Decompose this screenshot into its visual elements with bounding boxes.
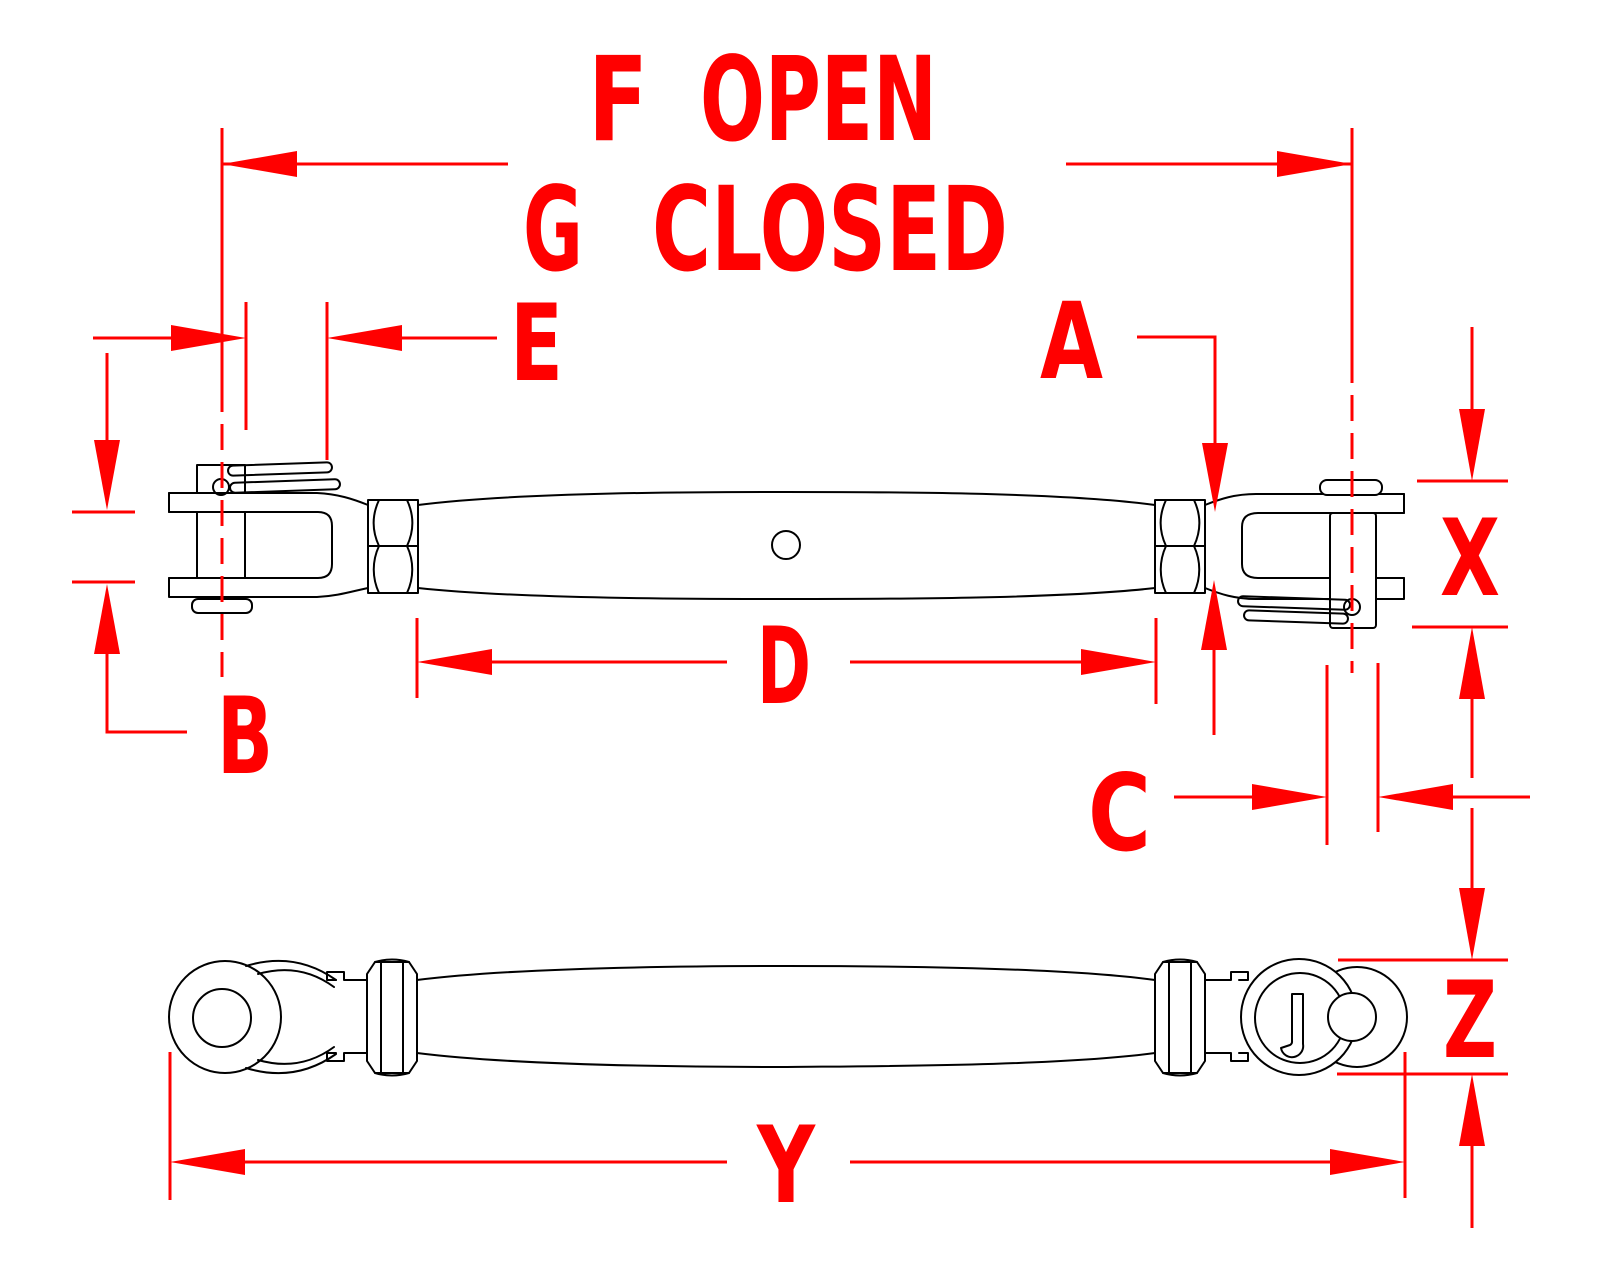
label-b: B	[217, 675, 273, 798]
arrow-a-up	[1201, 580, 1227, 650]
dim-y-lines	[168, 1052, 1407, 1200]
label-e: E	[510, 282, 563, 405]
right-nut	[1154, 499, 1206, 594]
dimension-labels: F OPEN G CLOSED E A B C D X Y Z	[217, 31, 1500, 1227]
label-a: A	[1040, 280, 1103, 403]
label-y: Y	[755, 1104, 815, 1227]
label-g: G	[523, 161, 583, 298]
right-jaw-side	[1204, 958, 1408, 1076]
dimension-arrows	[94, 151, 1485, 1175]
turnbuckle-body	[417, 491, 1156, 600]
arrow-z-down	[1459, 888, 1485, 960]
arrow-x-down	[1459, 409, 1485, 481]
right-nut-side	[1154, 958, 1206, 1077]
label-z: Z	[1443, 959, 1497, 1082]
arrow-e-left	[171, 325, 246, 351]
arrow-b-up	[94, 584, 120, 654]
dim-a-lines	[1137, 335, 1217, 735]
label-f: F	[588, 31, 648, 168]
body-side	[416, 965, 1156, 1068]
part-outline	[168, 461, 1408, 1077]
arrow-c-left	[1252, 784, 1327, 810]
label-d: D	[757, 605, 811, 728]
right-cotter-pin	[1237, 595, 1361, 625]
dim-b-lines	[72, 353, 187, 734]
arrow-fg-right	[1277, 151, 1352, 177]
arrow-d-left	[417, 649, 492, 675]
arrow-a-down	[1202, 443, 1228, 512]
label-f-open: OPEN	[700, 31, 937, 168]
left-jaw-side	[168, 959, 368, 1075]
arrow-x-up	[1459, 627, 1485, 699]
bottom-view	[168, 958, 1408, 1077]
left-nut-side	[366, 958, 418, 1077]
dim-z-lines	[1337, 808, 1508, 1228]
label-c: C	[1088, 752, 1151, 875]
dim-d-lines	[415, 618, 1158, 704]
dim-e-lines	[93, 302, 497, 460]
left-cotter-pin	[212, 461, 341, 496]
arrow-c-right	[1378, 784, 1453, 810]
arrow-y-right	[1330, 1149, 1405, 1175]
arrow-e-right	[327, 325, 402, 351]
cotter-pin-end	[1280, 993, 1305, 1059]
arrow-d-right	[1081, 649, 1156, 675]
dim-x-lines	[1412, 327, 1508, 778]
arrow-b-down	[94, 440, 120, 510]
left-nut	[367, 499, 419, 594]
body-center-hole	[771, 530, 801, 560]
arrow-y-left	[170, 1149, 245, 1175]
left-jaw	[168, 461, 369, 614]
label-x: X	[1440, 497, 1500, 620]
dim-c-lines	[1174, 663, 1530, 845]
arrow-z-up	[1459, 1074, 1485, 1146]
label-g-closed: CLOSED	[652, 161, 1008, 298]
arrow-fg-left	[222, 151, 297, 177]
right-jaw	[1204, 479, 1405, 629]
